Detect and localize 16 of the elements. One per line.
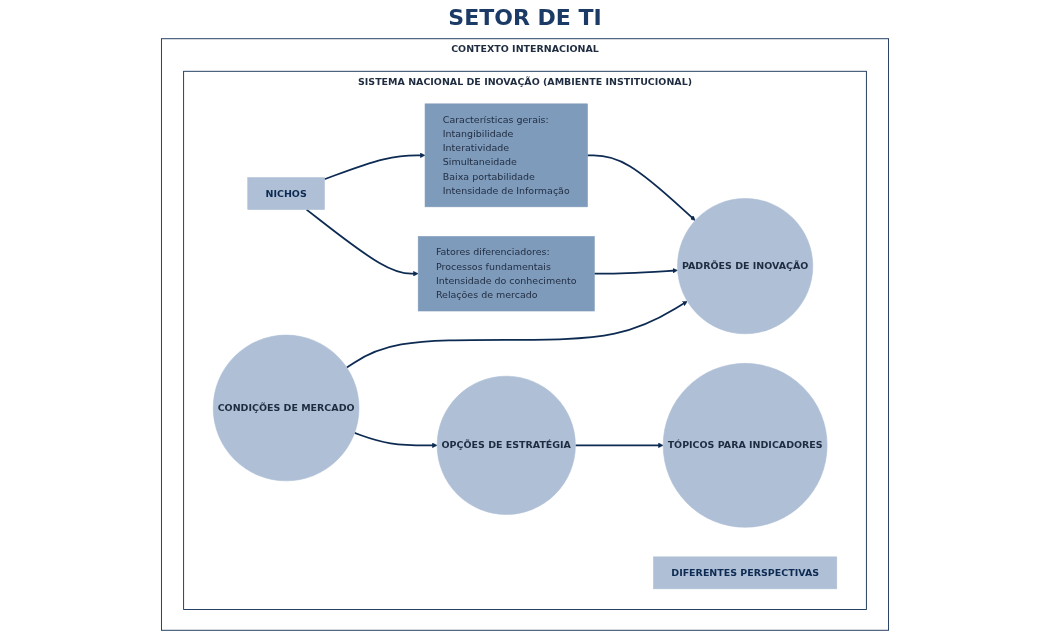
sector-label: SETOR DE TI — [448, 4, 602, 30]
arrow — [574, 442, 664, 448]
node-circle: CONDIÇÕES DE MERCADO — [212, 334, 360, 482]
node-box: NICHOS — [247, 177, 325, 210]
arrow — [593, 268, 678, 275]
node-circle: TÓPICOS PARA INDICADORES — [662, 363, 828, 528]
arrow — [305, 208, 419, 277]
node-box: DIFERENTES PERSPECTIVAS — [653, 556, 838, 590]
arrow — [353, 432, 438, 448]
arrow — [323, 152, 426, 181]
node-box: Fatores diferenciadores: Processos fundamentais Intensidade do conhecimento Relações de mercado — [417, 236, 595, 312]
node-circle: OPÇÕES DE ESTRATÉGIA — [436, 375, 576, 515]
node-box: Características gerais: Intangibilidade Interatividade Simultaneidade Baixa portabilidade Intensidade de Informação — [424, 103, 588, 208]
node-circle: PADRÕES DE INOVAÇÃO — [677, 198, 814, 335]
arrow — [345, 301, 688, 369]
arrow — [586, 154, 696, 221]
